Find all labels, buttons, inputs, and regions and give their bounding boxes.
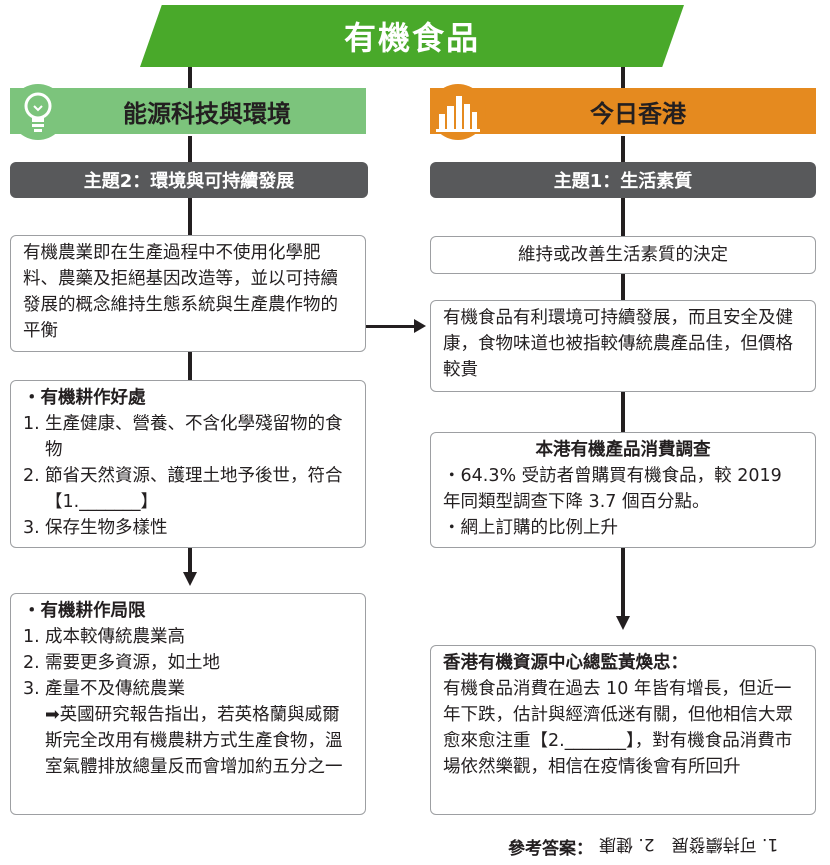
- benefits-title: ・有機耕作好處: [23, 388, 146, 408]
- quote-text: 有機食品消費在過去 10 年皆有增長，但近一年下跌，估計與經濟低迷有關，但他相信…: [443, 679, 793, 777]
- answer-label: 參考答案：: [508, 839, 593, 859]
- title-banner: 有機食品: [140, 5, 684, 67]
- lightbulb-icon-circle: [10, 84, 66, 140]
- connector-left-top: [188, 60, 192, 88]
- left-heading-bar: 能源科技與環境: [10, 88, 366, 134]
- right-box-environment: 有機食品有利環境可持續發展，而且安全及健康，食物味道也被指較傳統農產品佳，但價格…: [430, 300, 816, 392]
- right-heading-bar: 今日香港: [430, 88, 816, 134]
- decision-text: 維持或改善生活素質的決定: [518, 245, 728, 265]
- survey-item: ・64.3% 受訪者曾購買有機食品，較 2019 年同類型調查下降 3.7 個百…: [443, 466, 782, 512]
- left-heading-text: 能源科技與環境: [123, 99, 291, 128]
- right-heading-text: 今日香港: [590, 99, 686, 128]
- list-item: 3.保存生物多樣性: [23, 518, 168, 538]
- quote-speaker: 香港有機資源中心總監黃煥忠：: [443, 653, 688, 673]
- right-box-decision: 維持或改善生活素質的決定: [430, 236, 816, 274]
- list-item: 1.生產健康、營養、不含化學殘留物的食物: [23, 414, 343, 460]
- list-item: 2.節省天然資源、護理土地予後世，符合【1._______】: [23, 466, 343, 512]
- left-box-limitations: ・有機耕作局限 1.成本較傳統農業高 2.需要更多資源，如土地 3.產量不及傳統…: [10, 593, 366, 815]
- limitations-title: ・有機耕作局限: [23, 601, 146, 621]
- answer-text: 1. 可持續發展 2. 健康: [598, 834, 779, 854]
- arrow-down-right: [616, 616, 630, 630]
- right-theme-bar: 主題1：生活素質: [430, 162, 816, 198]
- limitations-note: ➡英國研究報告指出，若英格蘭與威爾斯完全改用有機農耕方式生產食物，溫室氣體排放總…: [45, 705, 343, 777]
- connector-right-top: [621, 60, 625, 88]
- city-icon-circle: [430, 84, 486, 140]
- right-box-survey: 本港有機產品消費調查 ・64.3% 受訪者曾購買有機食品，較 2019 年同類型…: [430, 432, 816, 548]
- lightbulb-icon: [24, 92, 52, 132]
- city-skyline-icon: [436, 96, 480, 132]
- list-item: 3.產量不及傳統農業: [23, 679, 185, 699]
- answer-line: 參考答案： 1. 可持續發展 2. 健康: [508, 834, 778, 859]
- arrow-down-left: [183, 572, 197, 586]
- list-item: 1.成本較傳統農業高: [23, 627, 185, 647]
- left-box-benefits: ・有機耕作好處 1.生產健康、營養、不含化學殘留物的食物 2.節省天然資源、護理…: [10, 380, 366, 548]
- survey-item: ・網上訂購的比例上升: [443, 518, 618, 538]
- survey-title: 本港有機產品消費調查: [535, 440, 711, 460]
- benefits-list: 1.生產健康、營養、不含化學殘留物的食物 2.節省天然資源、護理土地予後世，符合…: [23, 411, 353, 541]
- environment-text: 有機食品有利環境可持續發展，而且安全及健康，食物味道也被指較傳統農產品佳，但價格…: [443, 308, 793, 380]
- right-box-quote: 香港有機資源中心總監黃煥忠： 有機食品消費在過去 10 年皆有增長，但近一年下跌…: [430, 645, 816, 815]
- arrow-right: [414, 319, 426, 333]
- definition-text: 有機農業即在生產過程中不使用化學肥料、農藥及拒絕基因改造等，並以可持續發展的概念…: [23, 243, 338, 341]
- connector-horizontal: [364, 325, 416, 328]
- connector-left-main: [188, 136, 192, 572]
- left-box-definition: 有機農業即在生產過程中不使用化學肥料、農藥及拒絕基因改造等，並以可持續發展的概念…: [10, 235, 366, 352]
- left-theme-bar: 主題2：環境與可持續發展: [10, 162, 368, 198]
- limitations-list: 1.成本較傳統農業高 2.需要更多資源，如土地 3.產量不及傳統農業: [23, 624, 353, 702]
- list-item: 2.需要更多資源，如土地: [23, 653, 220, 673]
